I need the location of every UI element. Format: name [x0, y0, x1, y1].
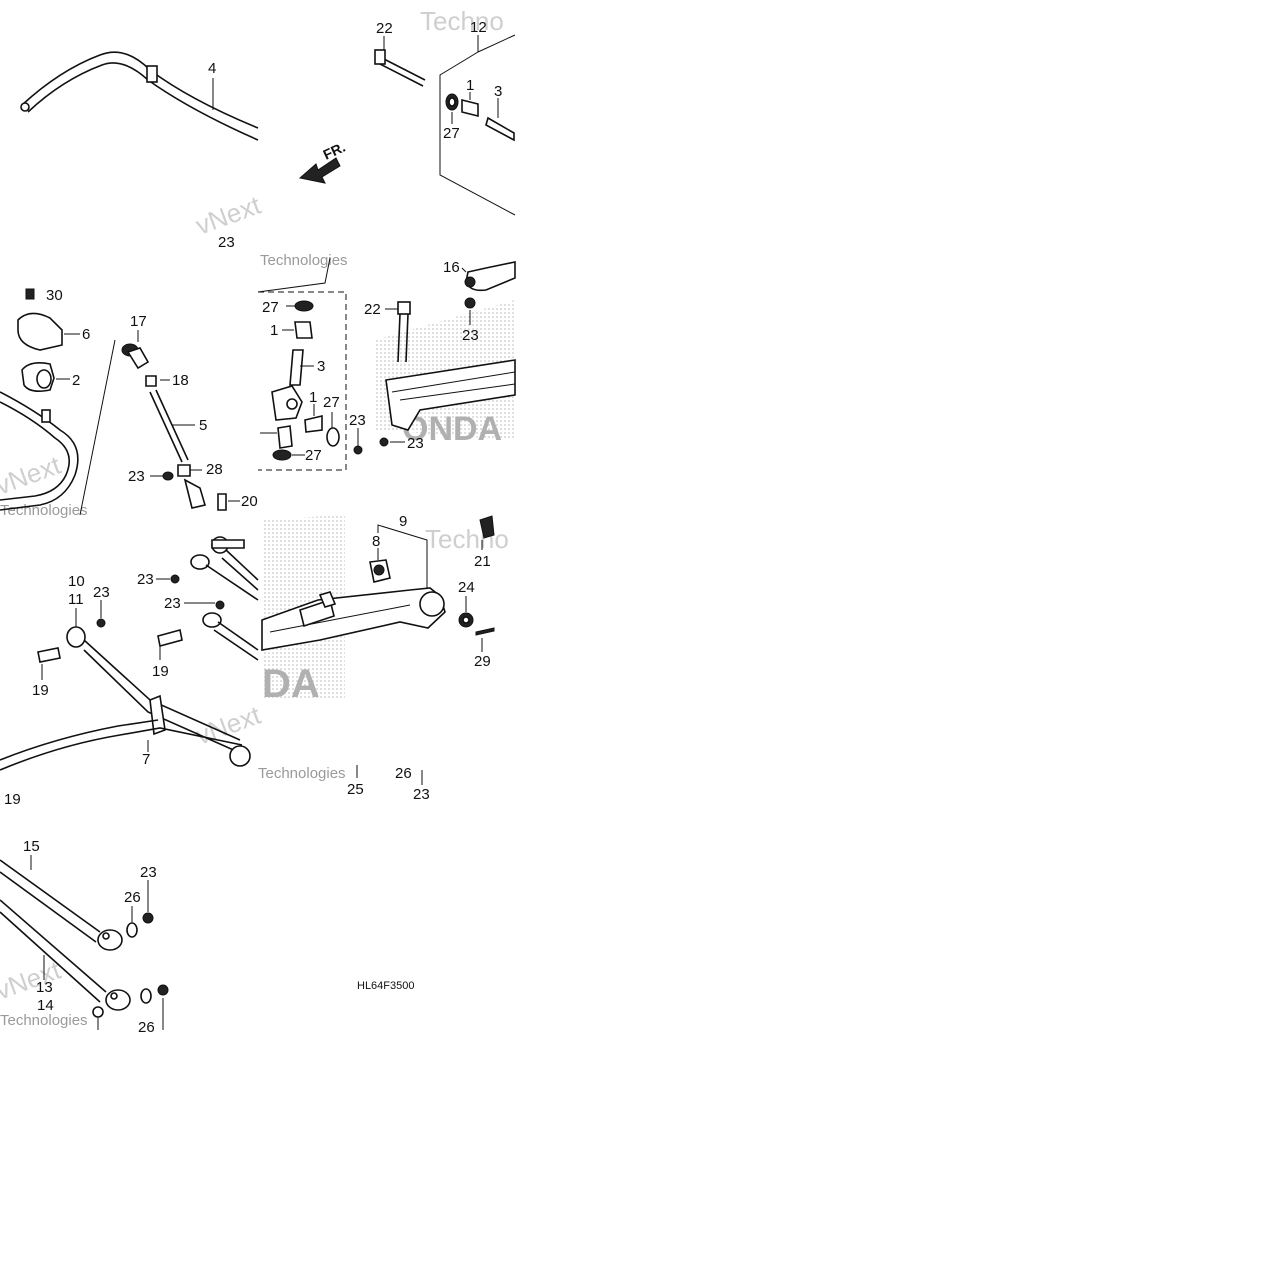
- callout-18: 18: [172, 372, 189, 389]
- callout-12: 12: [470, 19, 487, 36]
- callout-23: 23: [137, 571, 154, 588]
- callout-7: 7: [142, 751, 150, 768]
- callout-30: 30: [46, 287, 63, 304]
- callout-19: 19: [32, 682, 49, 699]
- watermark-dots: Techno Techno vNext vNext vNext vNext Te…: [0, 6, 515, 1029]
- callout-29: 29: [474, 653, 491, 670]
- callout-23: 23: [413, 786, 430, 803]
- callout-1: 1: [466, 77, 474, 94]
- callout-22: 22: [364, 301, 381, 318]
- callout-26: 26: [138, 1019, 155, 1036]
- callout-3: 3: [317, 358, 325, 375]
- watermark-text: Technologies: [260, 252, 348, 269]
- callout-3: 3: [494, 83, 502, 100]
- callout-27: 27: [323, 394, 340, 411]
- callout-5: 5: [199, 417, 207, 434]
- callout-8: 8: [372, 533, 380, 550]
- bushing-clamp-group: [0, 288, 80, 511]
- front-arrow: FR.: [298, 139, 348, 184]
- callout-27: 27: [305, 447, 322, 464]
- watermark-text: Technologies: [0, 502, 88, 519]
- watermark-text: Technologies: [0, 1012, 88, 1029]
- callout-28: 28: [206, 461, 223, 478]
- callout-23: 23: [164, 595, 181, 612]
- callout-16: 16: [443, 259, 460, 276]
- callout-13: 13: [36, 979, 53, 996]
- callout-17: 17: [130, 313, 147, 330]
- callout-26: 26: [395, 765, 412, 782]
- callout-26: 26: [124, 889, 141, 906]
- callout-6: 6: [82, 326, 90, 343]
- callout-23: 23: [349, 412, 366, 429]
- callout-10: 10: [68, 573, 85, 590]
- callout-25: 25: [347, 781, 364, 798]
- watermark-text: ONDA: [402, 410, 502, 448]
- watermark-text: vNext: [0, 449, 65, 500]
- callout-1: 1: [309, 389, 317, 406]
- callout-19: 19: [152, 663, 169, 680]
- callout-24: 24: [458, 579, 475, 596]
- knuckle-arm: [261, 515, 495, 652]
- callout-1: 1: [270, 322, 278, 339]
- callout-labels: 4 22 12 1 3 27 23 16 30 6 2 17 18 5 23 2…: [4, 19, 502, 1036]
- callout-11: 11: [68, 591, 84, 608]
- stabilizer-link: [79, 330, 240, 516]
- callout-19: 19: [4, 791, 21, 808]
- callout-23: 23: [128, 468, 145, 485]
- watermark-text: vNext: [192, 189, 265, 240]
- callout-21: 21: [474, 553, 491, 570]
- callout-4: 4: [208, 60, 216, 77]
- callout-23: 23: [218, 234, 235, 251]
- tie-rods: [0, 855, 169, 1030]
- watermark-text: Techno: [420, 6, 504, 36]
- callout-20: 20: [241, 493, 258, 510]
- callout-15: 15: [23, 838, 40, 855]
- callout-27: 27: [443, 125, 460, 142]
- callout-9: 9: [399, 513, 407, 530]
- callout-23: 23: [462, 327, 479, 344]
- callout-2: 2: [72, 372, 80, 389]
- callout-23: 23: [93, 584, 110, 601]
- watermark-text: Techno: [425, 524, 509, 554]
- watermark-text: Technologies: [258, 765, 346, 782]
- callout-27: 27: [262, 299, 279, 316]
- bushing-kit-box: [257, 257, 347, 471]
- watermark-text: DA: [262, 662, 320, 706]
- frame-bracket: [353, 261, 516, 455]
- stabilizer-bar: [20, 51, 259, 141]
- direction-marker: FR.: [321, 139, 348, 163]
- upper-bolt-group: [374, 34, 516, 216]
- lower-a-arm: [0, 536, 259, 771]
- callout-14: 14: [37, 997, 54, 1014]
- misc-leaders: [356, 765, 423, 785]
- callout-23: 23: [407, 435, 424, 452]
- callout-23: 23: [140, 864, 157, 881]
- callout-22: 22: [376, 20, 393, 37]
- drawing-code: HL64F3500: [357, 980, 415, 992]
